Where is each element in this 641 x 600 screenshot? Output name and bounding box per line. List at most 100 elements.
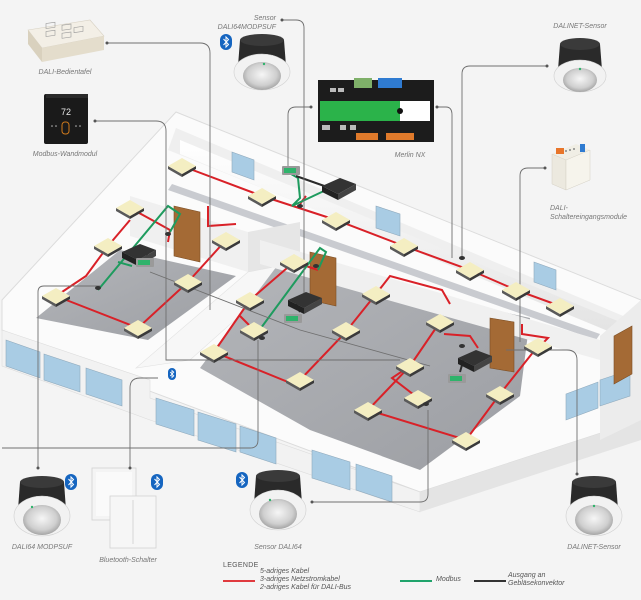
bluetooth-switch-device[interactable] xyxy=(91,467,157,549)
ceiling-light-panel-icon xyxy=(486,386,514,405)
ceiling-light-panel-icon xyxy=(452,432,480,451)
legend-swatch-output xyxy=(474,580,506,582)
connector-dali64-modpsuf xyxy=(37,285,100,468)
sensor-dali64-device[interactable] xyxy=(249,470,307,531)
power-cable xyxy=(367,345,539,442)
ceiling-light-panel-icon xyxy=(332,322,360,341)
controller-center xyxy=(284,292,322,323)
thermostat-display: 72 xyxy=(61,107,71,117)
ceiling-light-panel-icon xyxy=(168,158,196,177)
window-icon xyxy=(311,449,351,491)
legend-output-line2: Gebläsekonvektor xyxy=(508,580,565,587)
connector-dalinet-top xyxy=(461,65,547,256)
power-cable xyxy=(443,333,479,349)
legend-swatch-power xyxy=(223,580,255,582)
window-icon xyxy=(85,367,123,407)
connector-left-room xyxy=(2,340,259,449)
modbus-cable xyxy=(283,169,327,207)
ceiling-light-panel-icon xyxy=(396,358,424,377)
ceiling-light-panel-icon xyxy=(124,320,152,339)
legend-modbus: Modbus xyxy=(436,576,461,583)
label-merlin-nx: Merlin NX xyxy=(394,152,426,159)
ceiling-light-panel-icon xyxy=(286,372,314,391)
power-cable xyxy=(375,274,451,305)
window-icon xyxy=(231,151,255,181)
window-icon xyxy=(197,411,237,453)
modbus-cable xyxy=(117,261,133,267)
dali64-modpsuf-device[interactable] xyxy=(13,476,71,537)
dali-panel-device[interactable] xyxy=(27,19,105,62)
sensor-modpsuf-top-device[interactable] xyxy=(233,34,291,91)
light-panels xyxy=(42,158,574,451)
ceiling-sensors xyxy=(95,204,465,406)
ceiling-light-panel-icon xyxy=(236,292,264,311)
label-bluetooth-switch: Bluetooth-Schalter xyxy=(99,557,157,564)
sensor-dot xyxy=(259,336,265,340)
window-icon xyxy=(565,381,599,421)
bluetooth-icon xyxy=(168,368,176,380)
label-switch-module-line2: Schaltereingangsmodule xyxy=(550,214,628,221)
window-icon xyxy=(5,339,41,379)
door-icon xyxy=(173,205,201,263)
sensor-dot xyxy=(313,264,319,268)
connector-center xyxy=(149,271,431,367)
window-icon xyxy=(375,205,401,237)
ceiling-light-panel-icon xyxy=(524,338,552,357)
window-icon xyxy=(155,397,195,437)
modbus-wall-module-device[interactable]: 72 xyxy=(44,94,88,144)
connector-dots xyxy=(36,18,579,504)
dali-switch-input-module-device[interactable] xyxy=(551,144,591,191)
label-dali64-modpsuf: DALI64 MODPSUF xyxy=(11,544,73,551)
connector-sensor-dali64 xyxy=(312,410,429,503)
connector-modbus-wall xyxy=(95,120,400,361)
room-main-wall-back xyxy=(260,240,600,360)
controller-corridor xyxy=(282,166,356,200)
ceiling-light-panel-icon xyxy=(240,322,268,341)
ceiling-light-panel-icon xyxy=(354,402,382,421)
ceiling-light-panel-icon xyxy=(280,254,308,273)
legend-output-line1: Ausgang an xyxy=(508,572,546,579)
sensor-dot xyxy=(423,402,429,406)
label-dalinet-top: DALINET-Sensor xyxy=(553,23,607,30)
controller-right xyxy=(448,350,492,383)
windows xyxy=(5,151,631,503)
dalinet-sensor-top-device[interactable] xyxy=(553,38,607,93)
legend-title: LEGENDE xyxy=(223,562,259,569)
ceiling-light-panel-icon xyxy=(200,344,228,363)
ceiling-light-panel-icon xyxy=(42,288,70,307)
window-icon xyxy=(239,425,277,465)
connector-sensor-top xyxy=(282,19,305,300)
ceiling-light-panel-icon xyxy=(426,314,454,333)
label-sensor-dali64: Sensor DALI64 xyxy=(254,544,302,551)
ceiling-light-panel-icon xyxy=(248,188,276,207)
room-left-floor xyxy=(36,250,236,340)
ceiling-light-panel-icon xyxy=(116,200,144,219)
ceiling-light-panel-icon xyxy=(546,298,574,317)
legend-power-line2: 3-adriges Netzstromkabel xyxy=(260,576,340,583)
merlin-nx-controller-device[interactable] xyxy=(318,78,434,142)
legend-power-line1: 5-adriges Kabel xyxy=(260,568,310,575)
label-dali-panel: DALI-Bedientafel xyxy=(38,69,92,76)
connector-merlin-left xyxy=(287,106,311,168)
door-icon xyxy=(613,325,633,385)
label-switch-module-line1: DALI- xyxy=(550,205,568,212)
ceiling-light-panel-icon xyxy=(362,286,390,305)
corridor-strip xyxy=(168,184,600,340)
label-sensor-top-line2: DALI64MODPSUF xyxy=(217,24,276,31)
sensor-dot xyxy=(95,286,101,290)
door-icon xyxy=(489,317,515,373)
ceiling-light-panel-icon xyxy=(502,282,530,301)
sensor-dot xyxy=(165,232,171,236)
connector-switch-module xyxy=(519,167,545,342)
bluetooth-icon xyxy=(65,474,77,490)
ceiling-light-panel-icon xyxy=(390,238,418,257)
legend: LEGENDE 5-adriges Kabel 3-adriges Netzst… xyxy=(40,562,640,600)
connector-bt-switch xyxy=(129,377,158,468)
ceiling-light-panel-icon xyxy=(456,262,484,281)
connector-lines xyxy=(2,19,578,503)
bluetooth-icon xyxy=(151,474,163,490)
legend-power-line3: 2-adriges Kabel für DALI-Bus xyxy=(260,584,352,591)
dalinet-sensor-bottom-device[interactable] xyxy=(565,476,623,537)
sensor-dot xyxy=(459,344,465,348)
bluetooth-icon xyxy=(220,34,232,50)
